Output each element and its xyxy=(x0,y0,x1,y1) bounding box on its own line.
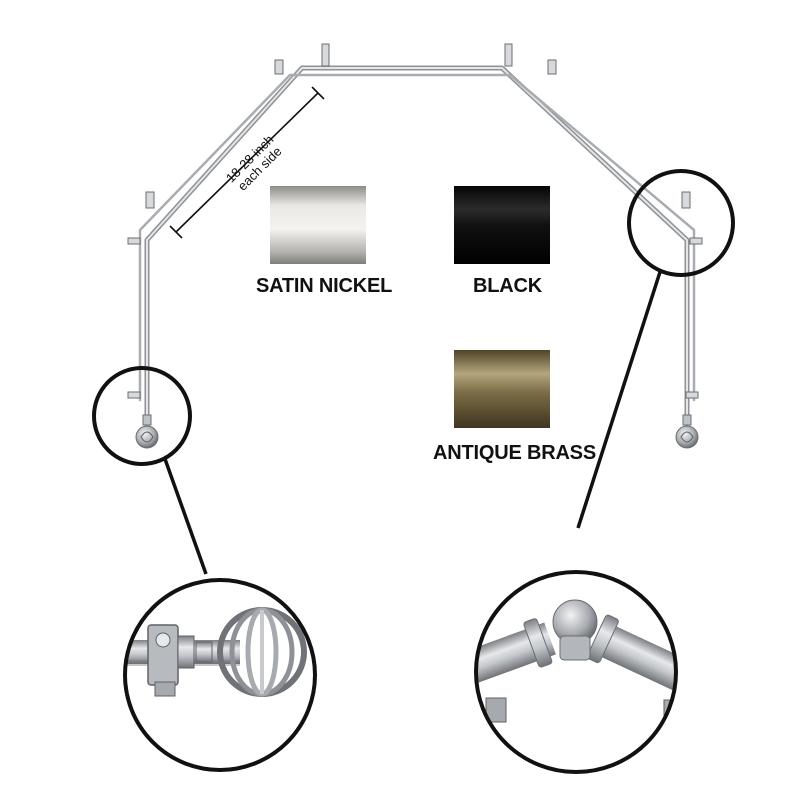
antique-brass-swatch xyxy=(454,350,550,428)
dimension-marker xyxy=(169,86,325,239)
satin-nickel-label: SATIN NICKEL xyxy=(256,275,393,297)
rod-finials xyxy=(135,414,699,449)
black-swatch xyxy=(454,186,550,264)
black-label: BLACK xyxy=(473,275,542,297)
satin-nickel-swatch xyxy=(270,186,366,264)
finial-detail-view xyxy=(123,578,317,772)
rod-brackets xyxy=(127,43,703,399)
callout-circle-left-small xyxy=(92,366,192,466)
connector-detail-view xyxy=(474,570,678,774)
curtain-rod xyxy=(138,65,696,423)
callout-connectors xyxy=(163,271,662,575)
antique-brass-label: ANTIQUE BRASS xyxy=(433,442,596,464)
callout-circle-right-small xyxy=(627,169,735,277)
